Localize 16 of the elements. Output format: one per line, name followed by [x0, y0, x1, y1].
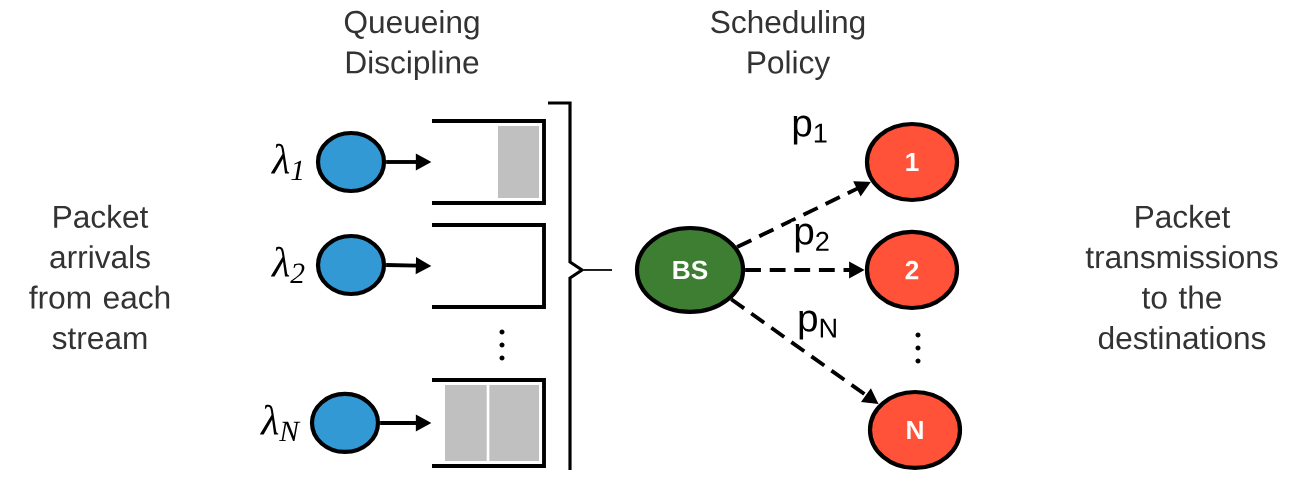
queue-buffer — [432, 119, 546, 205]
queue-buffer — [432, 378, 546, 468]
heading: Scheduling Policy — [711, 10, 865, 80]
edge-label: p$_{2}$ — [791, 221, 833, 255]
edge-label: p$_{1}$ — [789, 113, 831, 147]
side-note: Packet transmissions to the destinations — [1085, 204, 1278, 350]
rate-label: λ$_{N}$ — [260, 404, 301, 442]
rate-label: λ$_{2}$ — [270, 246, 305, 284]
source-circle — [315, 130, 387, 194]
queue-buffer — [432, 223, 546, 309]
edge-label: p$_{N}$ — [795, 308, 841, 342]
source-circle — [315, 233, 387, 297]
heading: Queueing Discipline — [344, 10, 479, 80]
rate-label: λ$_{1}$ — [270, 143, 302, 181]
side-note: Packet arrivals from each stream — [29, 204, 170, 350]
source-circle — [309, 391, 381, 455]
